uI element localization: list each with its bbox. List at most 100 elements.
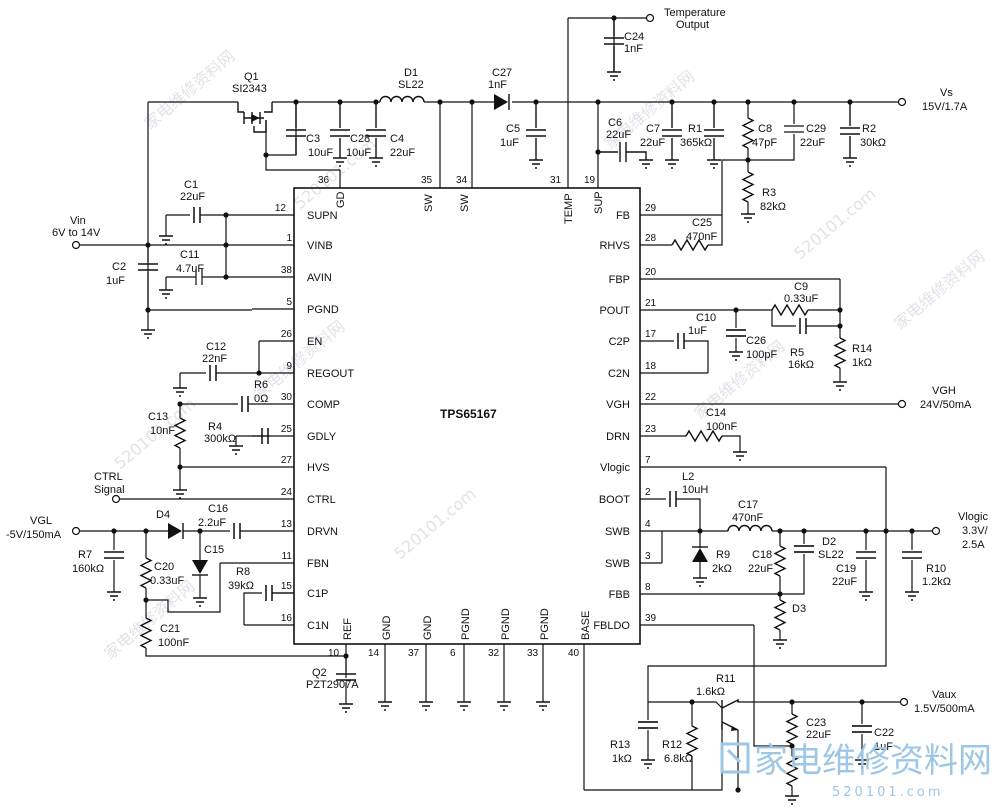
pin-label: FBLDO [593,620,630,632]
pin-number: 16 [281,613,293,624]
c20-value: 39kΩ [228,580,254,592]
pin-label: CTRL [307,494,336,506]
vlogic-section [647,467,932,702]
pin-label: FB [616,210,630,222]
r14-value: 100nF [706,421,737,433]
pin-label: GDLY [307,431,337,443]
c29-value: 30kΩ [860,137,886,149]
temp-output-label-2: Output [676,19,709,31]
c18-value: 22uF [832,576,857,588]
pin-number: 21 [645,298,657,309]
pin-number: 7 [645,455,651,466]
pin-label: PGND [460,608,472,640]
pin-number: 28 [645,233,657,244]
vin-label-2: 6V to 14V [52,227,101,239]
c5-value: 22uF [606,129,631,141]
l1-value: SL22 [398,79,424,91]
pin-label: PGND [539,608,551,640]
c17-value: SL22 [818,549,844,561]
r5-value: 1kΩ [852,357,872,369]
pin-number: 9 [286,361,292,372]
c16-value: 160kΩ [72,563,104,575]
pin-label: SW [423,194,435,212]
c15-value: 2.2uF [198,517,226,529]
logo-url: 520101.com [832,785,944,800]
l2-value: 470nF [732,512,763,524]
vs-label-2: 15V/1.7A [922,101,968,113]
c27-ref: C24 [624,31,644,43]
pin-label: AVIN [307,272,332,284]
vlogic-label-1: Vlogic [958,511,988,523]
pin-label: REGOUT [307,368,354,380]
c28-ref: C4 [390,133,404,145]
ground-symbols-bottom [378,701,550,711]
pin-label: EN [307,336,322,348]
c3-ref: C28 [350,133,370,145]
r3-value: 470nF [686,231,717,243]
pin-number: 36 [318,175,330,186]
r2-ref: R3 [762,187,776,199]
c25-ref: C1 [184,179,198,191]
c16-ref: R7 [78,549,92,561]
pin-number: 14 [368,648,380,659]
d2-ref: R9 [716,549,730,561]
pin-label: POUT [599,305,630,317]
c9-ref: C10 [696,312,716,324]
r8-value: 100nF [158,637,189,649]
pin-label: DRVN [307,526,338,538]
watermark-text: 家电维修资料网 [140,47,238,134]
r14-ref: C14 [706,407,726,419]
pin-number: 20 [645,267,657,278]
q1-value: SI2343 [232,83,267,95]
c11-ref: C12 [206,341,226,353]
c21-value: PZT2907A [306,679,359,691]
c22-value: 1kΩ [612,753,632,765]
r1-value: 47pF [752,137,777,149]
c19-ref: R10 [926,563,946,575]
junction-dots [111,15,915,793]
pin-label: SWB [605,558,630,570]
pin-label: GND [422,616,434,641]
c7-value: 365kΩ [680,137,712,149]
pin-label: Vlogic [600,462,630,474]
r11-ref: C23 [806,717,826,729]
pin-label: GD [335,191,347,208]
c4-value: 1uF [500,137,519,149]
c12-ref: R6 [254,379,268,391]
c8-value: 22uF [800,137,825,149]
l1-ref: D1 [404,67,418,79]
c1-ref: C2 [112,261,126,273]
pin-label: SW [459,194,471,212]
pin-number: 32 [488,648,500,659]
r6-value: 10nF [150,425,175,437]
logo-text: 家电维修资料网 [754,741,992,781]
c17-ref: D2 [822,536,836,548]
pin-number: 33 [527,648,539,659]
c27-value: 1nF [624,43,643,55]
l1-inductor-symbol [379,95,425,103]
d1-diode-symbol [494,94,510,110]
vin-label-1: Vin [70,215,86,227]
pin-number: 1 [286,233,292,244]
pin-label: SUPN [307,210,338,222]
pin-number: 37 [408,648,420,659]
r4-value: 0.33uF [784,293,819,305]
pin-number: 35 [421,175,433,186]
ctrl-label-1: CTRL [94,471,123,483]
pin-label: SWB [605,526,630,538]
c26-ref: R5 [790,347,804,359]
c21-ref: Q2 [312,667,327,679]
pin-label: TEMP [563,193,575,224]
pin-label: FBB [609,589,630,601]
vgl-label-2: -5V/150mA [6,529,62,541]
vaux-section [584,625,900,805]
r3-ref: C25 [692,217,712,229]
c6-ref: C7 [646,123,660,135]
vgl-label-1: VGL [30,515,52,527]
c2-value: 4.7uF [176,263,204,275]
pin-number: 5 [286,297,292,308]
watermark-url: 520101.com [790,184,879,263]
pin-label: COMP [307,399,340,411]
pin-number: 34 [456,175,468,186]
